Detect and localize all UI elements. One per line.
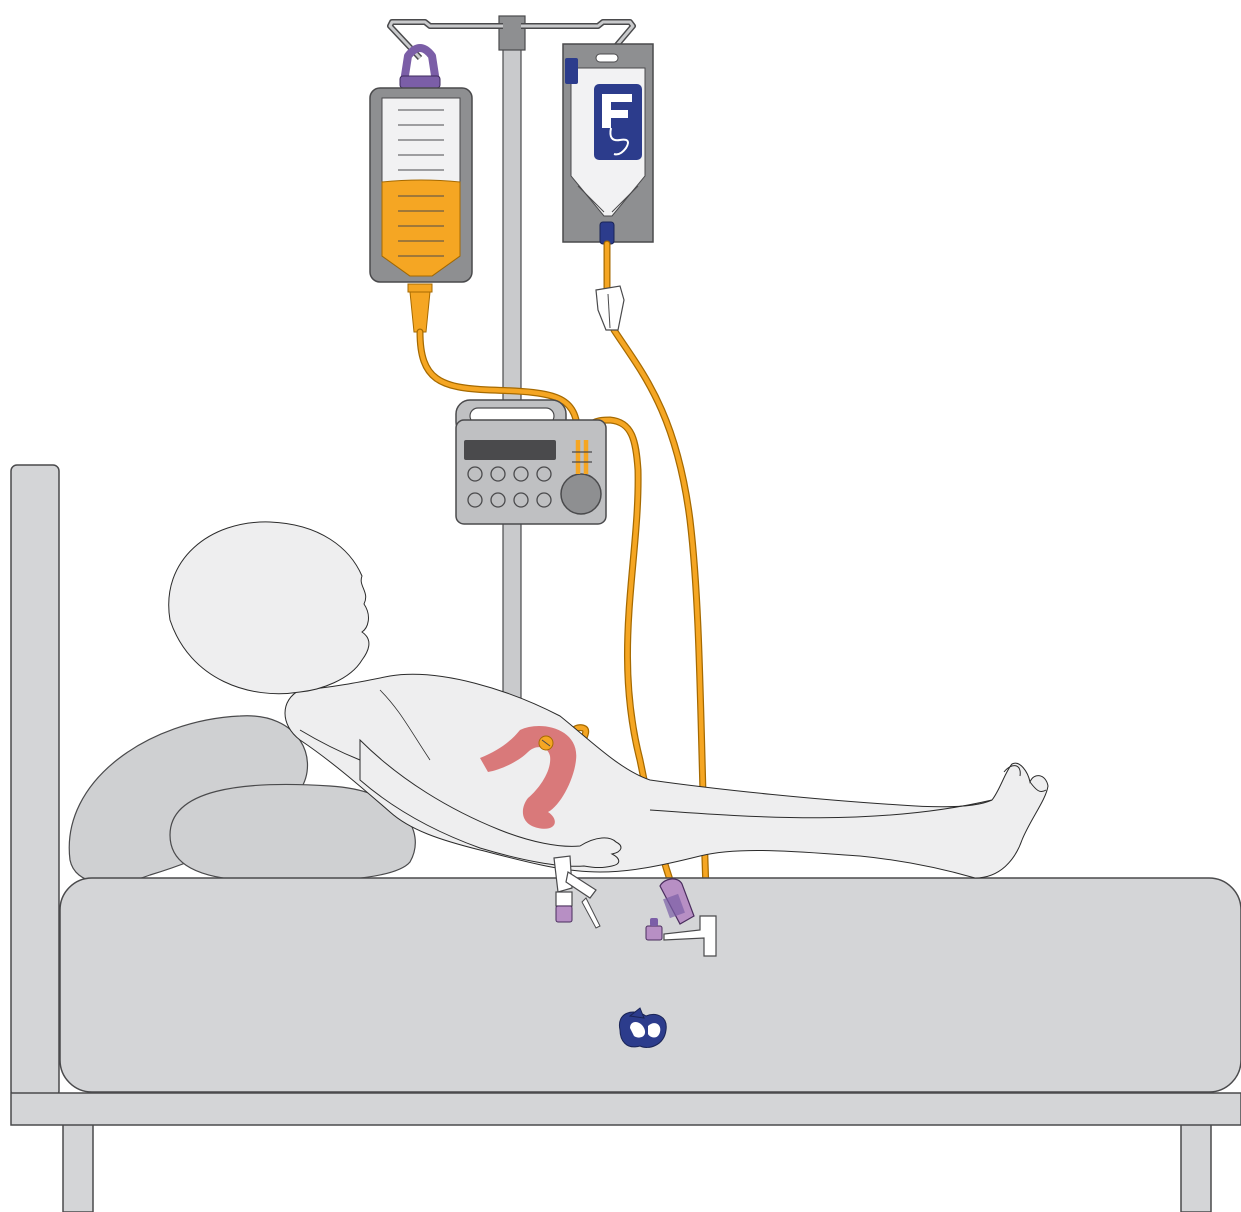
connector-cap-purple[interactable] bbox=[556, 906, 572, 922]
pump-button[interactable] bbox=[537, 467, 551, 481]
feed-pack-clip bbox=[596, 286, 624, 330]
bed-leg-right bbox=[1181, 1124, 1211, 1212]
feed-bag-hanger-base bbox=[400, 76, 440, 88]
feed-bag-drip-chamber bbox=[410, 292, 430, 332]
pump-button[interactable] bbox=[514, 467, 528, 481]
iv-pole-shaft bbox=[503, 30, 521, 720]
bed-frame bbox=[11, 1093, 1241, 1125]
feed-bag bbox=[370, 48, 472, 332]
pump-display bbox=[464, 440, 556, 460]
feed-bag-spout bbox=[408, 284, 432, 292]
pump-button[interactable] bbox=[514, 493, 528, 507]
pump-button[interactable] bbox=[468, 467, 482, 481]
feed-bag-liquid bbox=[382, 180, 460, 276]
iv-pole-top-cap bbox=[499, 16, 525, 50]
extension-side-port-cap[interactable] bbox=[646, 926, 662, 940]
letter-f-with-tube-logo bbox=[594, 84, 642, 160]
pump-button[interactable] bbox=[491, 493, 505, 507]
pump-button[interactable] bbox=[468, 493, 482, 507]
feed-pack bbox=[563, 44, 653, 244]
bed-headboard bbox=[11, 465, 59, 1097]
pump-button[interactable] bbox=[491, 467, 505, 481]
mattress bbox=[60, 878, 1241, 1092]
bed-leg-left bbox=[63, 1124, 93, 1212]
pump-rotary-knob[interactable] bbox=[561, 474, 601, 514]
pump-button[interactable] bbox=[537, 493, 551, 507]
patient-head bbox=[169, 522, 369, 694]
feed-pack-tab bbox=[565, 58, 578, 84]
feeding-pump bbox=[456, 400, 606, 524]
feed-pack-hang-slot bbox=[596, 54, 618, 62]
